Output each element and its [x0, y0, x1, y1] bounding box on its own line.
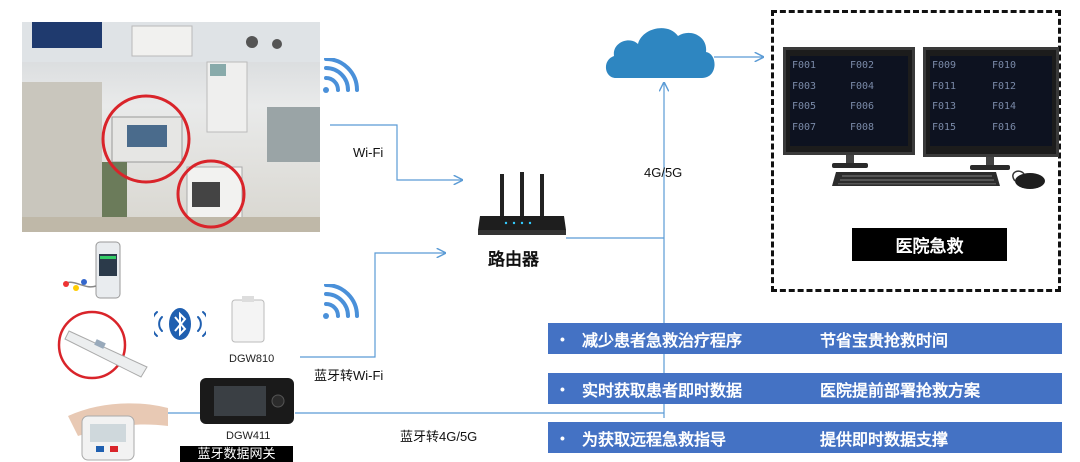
- benefit-left-text: 为获取远程急救指导: [582, 431, 727, 449]
- blood-pressure-device: [68, 403, 168, 461]
- benefit-right-text: 节省宝贵抢救时间: [820, 332, 949, 350]
- benefit-row: • 实时获取患者即时数据 医院提前部署抢救方案: [548, 373, 1062, 404]
- bed-id-label: F013: [932, 101, 957, 112]
- monitor-right-stand: [970, 157, 1010, 170]
- bed-id-label: F008: [850, 121, 875, 133]
- benefit-right-text: 提供即时数据支撑: [820, 431, 949, 449]
- dgw411-label: DGW411: [226, 430, 271, 442]
- wifi-icon: [323, 58, 359, 93]
- bed-id-label: F015: [932, 121, 957, 133]
- bed-id-label: F012: [992, 80, 1017, 92]
- benefit-row: • 减少患者急救治疗程序 节省宝贵抢救时间: [548, 323, 1062, 354]
- bt-to-wifi-label: 蓝牙转Wi-Fi: [314, 368, 384, 383]
- monitor-left-stand: [832, 155, 868, 168]
- cellular-label: 4G/5G: [644, 165, 683, 180]
- router-label: 路由器: [488, 250, 539, 269]
- bed-id-label: F004: [850, 80, 875, 92]
- bed-id-label: F006: [850, 101, 875, 112]
- benefit-bullet: •: [560, 429, 565, 446]
- dgw810-label: DGW810: [229, 353, 275, 365]
- benefit-row: • 为获取远程急救指导 提供即时数据支撑: [548, 422, 1062, 453]
- ambulance-interior-photo: [22, 22, 320, 232]
- wifi-icon-bluetooth-path: [323, 284, 359, 319]
- bed-id-label: F005: [792, 101, 817, 112]
- bed-id-label: F016: [992, 121, 1017, 133]
- bed-id-label: F007: [792, 121, 817, 133]
- bt-wifi-link-line: [300, 253, 445, 358]
- bed-id-label: F014: [992, 101, 1017, 112]
- wifi-link-line: [330, 124, 462, 180]
- bed-id-label: F009: [932, 60, 957, 71]
- keyboard-icon: [832, 172, 1000, 186]
- bed-id-label: F001: [792, 60, 817, 71]
- mouse-icon: [1012, 170, 1045, 189]
- benefit-bullet: •: [560, 330, 565, 347]
- benefit-bullet: •: [560, 380, 565, 397]
- cloud-icon: [605, 28, 715, 78]
- benefit-right-text: 医院提前部署抢救方案: [820, 382, 981, 400]
- benefit-left-text: 实时获取患者即时数据: [582, 382, 743, 400]
- dgw411-gateway-device: [200, 378, 294, 424]
- bed-id-label: F002: [850, 60, 875, 71]
- bed-id-label: F011: [932, 80, 957, 92]
- hospital-label: 医院急救: [852, 228, 1007, 261]
- bed-id-label: F010: [992, 60, 1017, 71]
- bluetooth-gateway-caption: 蓝牙数据网关: [180, 446, 293, 462]
- wifi-label: Wi-Fi: [353, 145, 384, 160]
- thermometer-device: [57, 310, 148, 380]
- router-icon: [478, 172, 566, 235]
- patient-monitor-device: [63, 241, 121, 299]
- bed-id-label: F003: [792, 80, 817, 92]
- bt-to-cellular-label: 蓝牙转4G/5G: [400, 429, 478, 444]
- hospital-area: [771, 10, 1061, 292]
- benefit-left-text: 减少患者急救治疗程序: [582, 332, 743, 350]
- bluetooth-icon: [154, 308, 206, 340]
- dgw810-gateway-device: [231, 296, 265, 343]
